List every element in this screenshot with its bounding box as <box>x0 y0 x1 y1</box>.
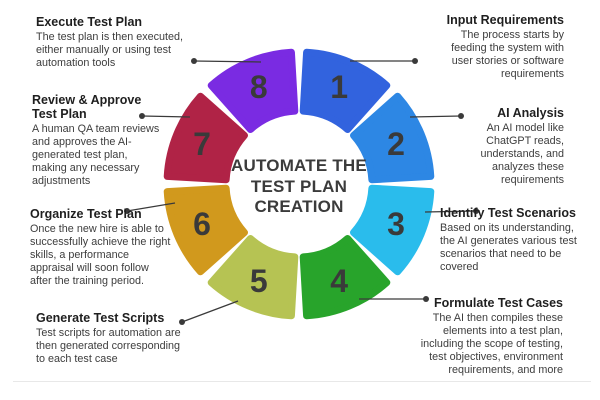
step-7-description: A human QA team reviews and approves the… <box>32 123 160 187</box>
step-5-connector-dot <box>179 319 185 325</box>
step-4-connector-dot <box>423 296 429 302</box>
step-8-connector-dot <box>191 58 197 64</box>
step-7-connector-dot <box>139 113 145 119</box>
step-3-connector-line <box>424 210 477 213</box>
segment-1 <box>299 48 391 133</box>
step-8-description: The test plan is then executed, either m… <box>36 31 184 69</box>
segment-1-number: 1 <box>330 69 348 105</box>
segment-3 <box>350 184 435 276</box>
step-5-connector-line <box>181 300 239 323</box>
segment-2-number: 2 <box>387 126 405 162</box>
step-4-label: Formulate Test Cases The AI then compile… <box>403 296 563 377</box>
step-7-label: Review & Approve Test Plan A human QA te… <box>32 93 162 188</box>
step-7-connector-line <box>141 115 191 118</box>
step-2-connector-line <box>409 115 462 118</box>
step-2-description: An AI model like ChatGPT reads, understa… <box>480 122 564 186</box>
bottom-divider <box>13 381 591 382</box>
diagram-title-line3: CREATION <box>254 197 344 216</box>
step-1-description: The process starts by feeding the system… <box>451 29 564 80</box>
step-4-description: The AI then compiles these elements into… <box>420 312 563 376</box>
diagram-title-line1: AUTOMATE THE <box>231 156 367 175</box>
step-5-description: Test scripts for automation are then gen… <box>36 327 181 365</box>
step-1-label: Input Requirements The process starts by… <box>429 13 564 81</box>
segment-7-number: 7 <box>193 126 211 162</box>
segment-8-number: 8 <box>250 69 268 105</box>
diagram-title-line2: TEST PLAN <box>250 176 348 196</box>
segment-6-number: 6 <box>193 206 211 242</box>
step-4-heading: Formulate Test Cases <box>434 296 563 310</box>
step-8-connector-line <box>193 60 262 63</box>
step-6-label: Organize Test Plan Once the new hire is … <box>30 207 172 288</box>
step-8-heading: Execute Test Plan <box>36 15 143 29</box>
step-1-connector-dot <box>412 58 418 64</box>
segment-5-number: 5 <box>250 263 268 299</box>
segment-8 <box>207 48 299 133</box>
step-2-connector-dot <box>458 113 464 119</box>
step-6-connector-line <box>126 202 176 212</box>
step-2-label: AI Analysis An AI model like ChatGPT rea… <box>464 106 564 187</box>
segment-4 <box>299 235 391 320</box>
diagram-title: AUTOMATE THE TEST PLAN CREATION <box>209 156 389 218</box>
step-3-label: Identify Test Scenarios Based on its und… <box>440 206 580 274</box>
step-3-connector-dot <box>473 208 479 214</box>
step-6-heading: Organize Test Plan <box>30 207 142 221</box>
step-5-label: Generate Test Scripts Test scripts for a… <box>36 311 186 366</box>
step-3-description: Based on its understanding, the AI gener… <box>440 222 577 273</box>
step-6-connector-dot <box>124 208 130 214</box>
segment-5 <box>207 235 299 320</box>
step-5-heading: Generate Test Scripts <box>36 311 165 325</box>
segment-4-number: 4 <box>330 263 348 299</box>
step-3-heading: Identify Test Scenarios <box>440 206 576 220</box>
segment-6 <box>163 184 248 276</box>
step-8-label: Execute Test Plan The test plan is then … <box>36 15 186 70</box>
segment-3-number: 3 <box>387 206 405 242</box>
step-6-description: Once the new hire is able to successfull… <box>30 223 171 287</box>
step-7-heading: Review & Approve Test Plan <box>32 93 142 121</box>
step-2-heading: AI Analysis <box>497 106 564 120</box>
step-1-heading: Input Requirements <box>446 13 564 27</box>
